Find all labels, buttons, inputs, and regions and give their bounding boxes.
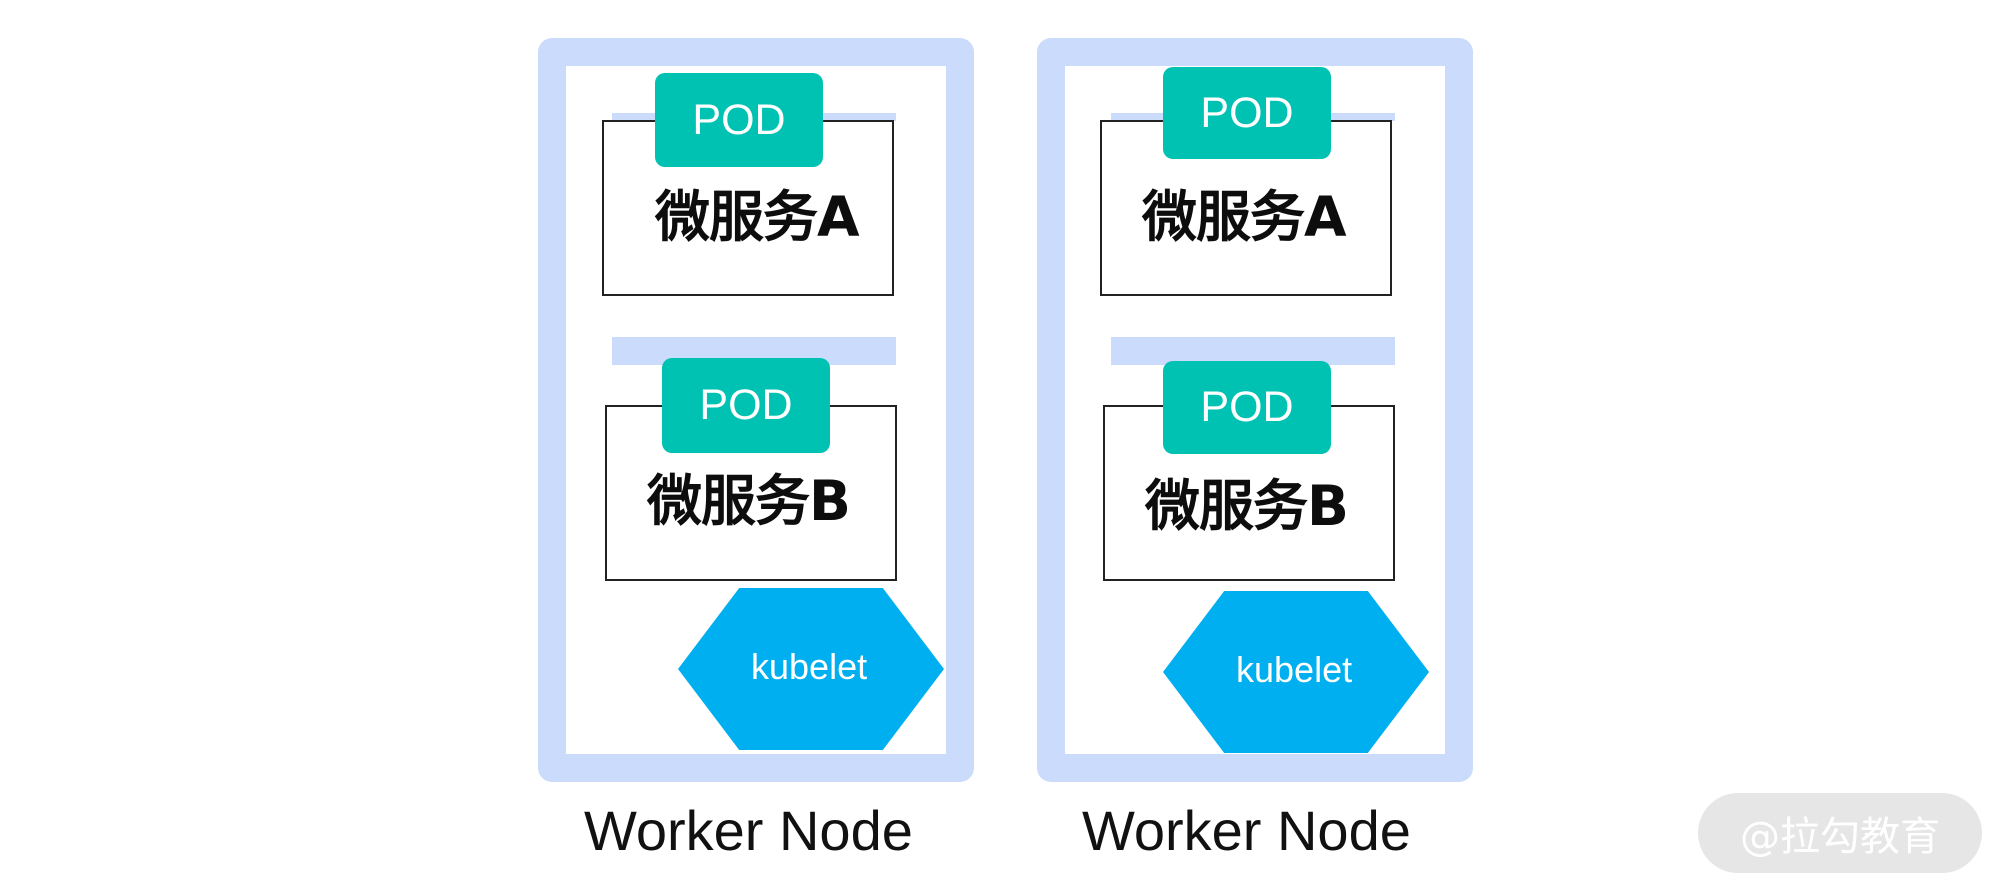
pod-divider (1111, 337, 1395, 365)
kubelet-label: kubelet (1236, 649, 1353, 690)
watermark-badge: @拉勾教育 (1698, 793, 1982, 873)
worker-node-caption: Worker Node (1082, 799, 1411, 862)
pod-badge-b: POD (662, 358, 830, 453)
service-a-label: 微服务A (1142, 185, 1347, 249)
kubelet-hexagon (678, 588, 944, 750)
service-a-label: 微服务A (655, 185, 860, 249)
kubelet-hexagon (1163, 591, 1429, 753)
service-b-label: 微服务B (647, 469, 851, 533)
service-b-label: 微服务B (1145, 474, 1349, 538)
kubelet-label: kubelet (751, 646, 868, 687)
pod-badge-b: POD (1163, 361, 1331, 454)
pod-badge-a: POD (655, 73, 823, 167)
worker-node-caption: Worker Node (584, 799, 913, 862)
pod-badge-a: POD (1163, 67, 1331, 159)
